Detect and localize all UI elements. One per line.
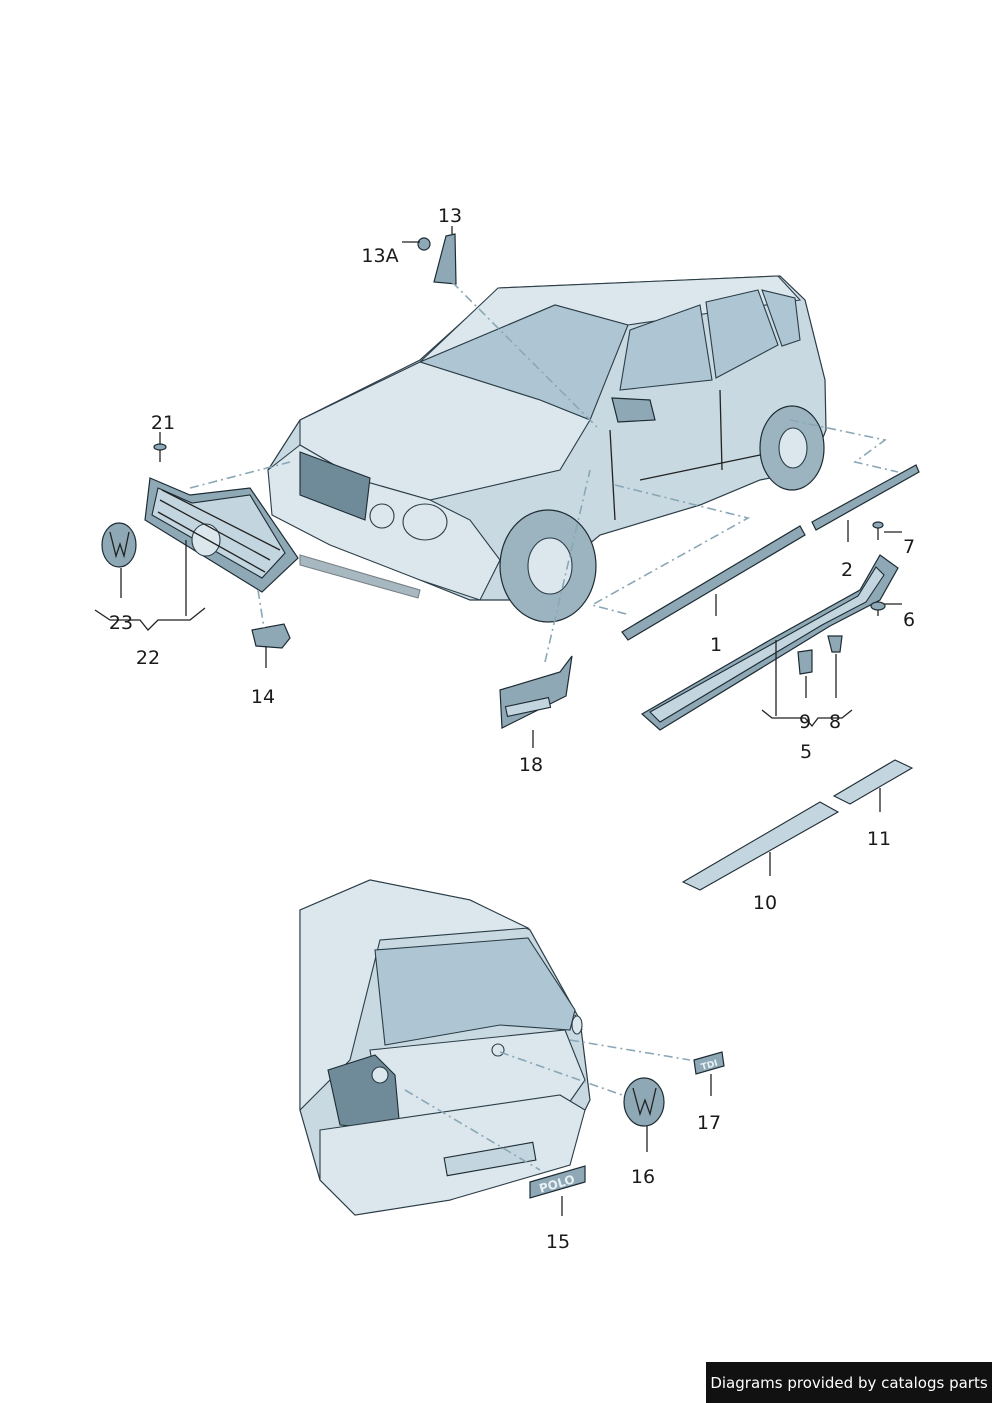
callout-labels: 13 13A 21 23 22 14 18 1 2 7 6 9 8 5 11 1… [109, 205, 915, 1253]
part-2-rear-moulding[interactable] [811, 464, 920, 531]
label-13: 13 [438, 205, 462, 227]
part-5-sill-panel[interactable] [640, 554, 899, 731]
label-2: 2 [841, 559, 853, 581]
label-13a: 13A [361, 245, 398, 267]
part-16-vw-emblem[interactable] [623, 1077, 665, 1127]
label-11: 11 [867, 828, 891, 850]
label-14: 14 [251, 686, 275, 708]
part-23-vw-emblem[interactable] [101, 522, 137, 568]
part-9-clip[interactable] [797, 649, 813, 675]
part-18-badge[interactable] [499, 655, 573, 729]
rear-car-illustration [299, 879, 591, 1216]
label-9: 9 [799, 711, 811, 733]
part-8-clip[interactable] [827, 635, 843, 653]
part-21-screw[interactable] [153, 443, 167, 462]
front-car-illustration [267, 275, 827, 623]
part-7-screw[interactable] [872, 521, 884, 540]
label-8: 8 [829, 711, 841, 733]
label-5: 5 [800, 741, 812, 763]
label-6: 6 [903, 609, 915, 631]
tdi-badge-text: TDI [700, 1059, 719, 1073]
label-15: 15 [546, 1231, 570, 1253]
label-18: 18 [519, 754, 543, 776]
label-10: 10 [753, 892, 777, 914]
part-1-door-moulding[interactable] [621, 525, 806, 641]
label-22: 22 [136, 647, 160, 669]
part-11-protective-film[interactable] [832, 759, 914, 805]
part-10-protective-film[interactable] [681, 801, 840, 891]
part-13a-clip[interactable] [417, 237, 431, 251]
part-14-bracket[interactable] [251, 623, 291, 649]
credit-banner: Diagrams provided by catalogs parts [706, 1362, 992, 1403]
label-16: 16 [631, 1166, 655, 1188]
part-6-clip[interactable] [870, 601, 886, 616]
label-23: 23 [109, 612, 133, 634]
part-22-radiator-grille[interactable] [144, 477, 299, 593]
polo-badge-text: POLO [538, 1172, 577, 1195]
part-13-triangle-trim[interactable] [433, 233, 457, 285]
label-21: 21 [151, 412, 175, 434]
label-17: 17 [697, 1112, 721, 1134]
label-1: 1 [710, 634, 722, 656]
leader-lines [94, 226, 902, 1216]
part-17-tdi-badge[interactable]: TDI [693, 1051, 725, 1075]
reference-lines [189, 281, 899, 1171]
label-7: 7 [903, 536, 915, 558]
